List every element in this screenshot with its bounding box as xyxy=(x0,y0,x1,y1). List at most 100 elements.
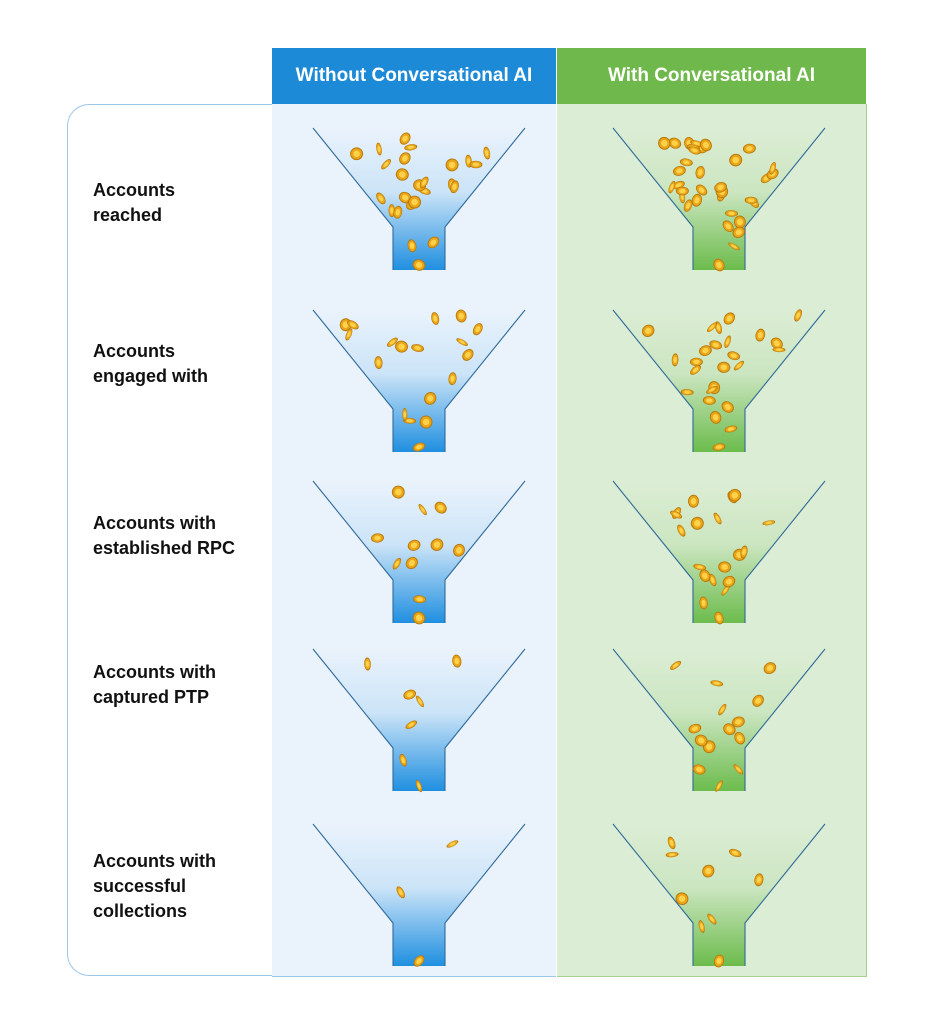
gold-coin-icon xyxy=(427,236,440,249)
gold-coin-icon xyxy=(707,913,717,925)
gold-coin-icon xyxy=(677,524,686,537)
gold-coin-icon xyxy=(718,703,727,716)
gold-coin-icon xyxy=(419,176,429,189)
gold-coin-icon xyxy=(668,180,676,194)
funnel-edge xyxy=(444,480,526,623)
gold-coin-icon xyxy=(350,147,364,161)
funnel-edge xyxy=(612,480,694,623)
funnel-body xyxy=(613,649,825,791)
gold-coin-icon xyxy=(702,396,716,405)
gold-coin-icon xyxy=(452,654,462,668)
funnel-body xyxy=(613,824,825,966)
gold-coin-icon xyxy=(762,520,776,526)
gold-coin-icon xyxy=(395,340,408,353)
gold-coin-icon xyxy=(670,510,683,519)
row-label-engaged: Accounts engaged with xyxy=(93,339,268,389)
row-label-collections: Accounts with successful collections xyxy=(93,849,268,924)
funnel-icon xyxy=(312,127,526,271)
funnel-edge xyxy=(312,127,394,270)
funnel-body xyxy=(313,824,525,966)
gold-coin-icon xyxy=(680,389,694,396)
gold-coin-icon xyxy=(407,539,421,551)
row-label-line: Accounts with xyxy=(93,513,217,533)
gold-coin-icon xyxy=(769,162,777,175)
gold-coin-icon xyxy=(723,312,736,325)
gold-coin-icon xyxy=(446,840,459,848)
gold-coin-icon xyxy=(688,146,701,155)
gold-coin-icon xyxy=(717,361,731,373)
gold-coin-icon xyxy=(690,516,704,530)
gold-coin-icon xyxy=(728,488,742,502)
gold-coin-icon xyxy=(729,153,743,167)
gold-coin-icon xyxy=(399,753,407,767)
row-label-line: Accounts with xyxy=(93,662,217,682)
gold-coin-icon xyxy=(445,158,459,172)
gold-coin-icon xyxy=(462,348,474,361)
gold-coin-icon xyxy=(721,401,734,413)
gold-coin-icon xyxy=(706,385,718,394)
gold-coin-icon xyxy=(723,723,736,736)
gold-coin-icon xyxy=(399,152,411,165)
gold-coin-icon xyxy=(412,611,426,625)
gold-coin-icon xyxy=(675,186,689,196)
gold-coin-icon xyxy=(411,344,425,352)
gold-coin-icon xyxy=(692,764,706,775)
gold-coin-icon xyxy=(395,168,409,181)
gold-coin-icon xyxy=(763,662,777,675)
gold-coin-icon xyxy=(699,345,712,356)
row-label-ptp: Accounts with captured PTP xyxy=(93,660,268,710)
funnel-edge xyxy=(312,309,394,452)
gold-coin-icon xyxy=(419,415,433,429)
gold-coin-icon xyxy=(675,892,689,906)
gold-coin-icon xyxy=(714,181,727,193)
funnel-edge xyxy=(444,127,526,270)
gold-coin-icon xyxy=(376,142,382,156)
gold-coin-icon xyxy=(722,220,734,233)
row-label-line: Accounts with xyxy=(93,851,217,871)
gold-coin-icon xyxy=(754,873,764,887)
gold-coin-icon xyxy=(403,689,417,700)
gold-coin-icon xyxy=(450,180,459,194)
gold-coin-icon xyxy=(794,309,803,322)
gold-coin-icon xyxy=(691,193,703,207)
gold-coin-icon xyxy=(667,836,676,850)
row-label-line: engaged with xyxy=(93,366,209,386)
gold-coin-icon xyxy=(727,351,741,361)
gold-coin-icon xyxy=(670,660,682,670)
gold-coin-icon xyxy=(728,242,740,251)
gold-coin-icon xyxy=(396,886,405,899)
gold-coin-icon xyxy=(376,192,386,205)
funnel-icon xyxy=(312,480,526,625)
gold-coin-icon xyxy=(740,545,748,559)
row-label-line: successful xyxy=(93,876,187,896)
gold-coin-icon xyxy=(374,356,383,370)
gold-coin-icon xyxy=(381,159,392,170)
gold-coin-icon xyxy=(688,494,699,508)
gold-coin-icon xyxy=(731,716,745,728)
funnel-edge xyxy=(744,823,826,966)
funnel-edge xyxy=(744,648,826,791)
row-label-rpc: Accounts with established RPC xyxy=(93,511,268,561)
gold-coin-icon xyxy=(430,538,444,551)
gold-coin-icon xyxy=(718,561,732,573)
gold-coin-icon xyxy=(404,144,418,151)
gold-coin-icon xyxy=(707,322,717,333)
gold-coin-icon xyxy=(392,557,402,570)
gold-coin-icon xyxy=(668,137,682,149)
gold-coin-icon xyxy=(724,425,738,433)
gold-coin-icon xyxy=(364,657,371,671)
gold-coin-icon xyxy=(672,165,686,176)
gold-coin-icon xyxy=(772,347,786,353)
gold-coin-icon xyxy=(733,360,745,371)
gold-coin-icon xyxy=(702,864,715,878)
gold-coin-icon xyxy=(434,501,447,514)
funnel-icon xyxy=(612,127,826,272)
gold-coin-icon xyxy=(416,695,424,708)
gold-coin-icon xyxy=(714,611,724,625)
funnel-edge xyxy=(312,823,394,966)
gold-coin-icon xyxy=(641,324,655,338)
funnel-icon xyxy=(312,309,526,452)
column-header-with-ai: With Conversational AI xyxy=(557,48,866,104)
column-header-with-ai-label: With Conversational AI xyxy=(607,65,816,86)
gold-coin-icon xyxy=(405,720,418,729)
